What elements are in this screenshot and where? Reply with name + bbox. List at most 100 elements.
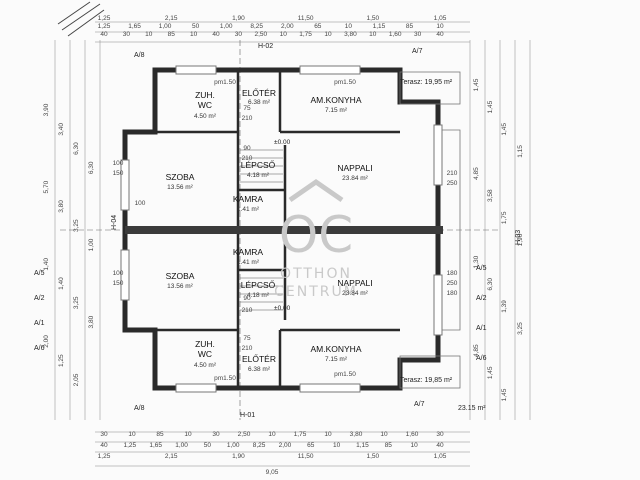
dimension-label: 1,39 bbox=[501, 300, 508, 313]
dimension-label: 85 bbox=[168, 31, 176, 38]
area-zuh-bot: 4.50 m² bbox=[194, 362, 217, 369]
room-szoba-top: SZOBA bbox=[166, 172, 195, 182]
right-section-tags: A/5A/2A/1A/6 bbox=[476, 265, 487, 362]
dimension-label: 40 bbox=[100, 442, 108, 449]
dimension-label: 1,60 bbox=[406, 431, 419, 438]
room-kamra-top: KAMRA bbox=[233, 194, 264, 204]
dimension-label: 1,15 bbox=[356, 442, 369, 449]
dimension-label: 10 bbox=[324, 431, 332, 438]
section-tag: A/6 bbox=[476, 355, 487, 362]
dimension-label: 85 bbox=[406, 23, 414, 30]
dimension-label: 50 bbox=[192, 23, 200, 30]
terraces bbox=[399, 71, 461, 389]
dimension-label: 65 bbox=[307, 442, 315, 449]
room-wc-bot: WC bbox=[198, 349, 212, 359]
dimension-label: 40 bbox=[212, 31, 220, 38]
dimension-label: 3,25 bbox=[73, 296, 80, 309]
dimension-label: 10 bbox=[324, 31, 332, 38]
area-nappali-top: 23.84 m² bbox=[342, 175, 368, 182]
watermark-line1: OTTHON bbox=[280, 266, 352, 282]
watermark-line2: CENTRUM bbox=[274, 284, 358, 300]
tag-a7-top: A/7 bbox=[412, 48, 423, 55]
terrace-top: Terasz: 19,95 m² bbox=[400, 79, 453, 86]
dimension-label: 10 bbox=[184, 431, 192, 438]
left-dimensions: 3,903,406,306,305,703,803,251,001,401,40… bbox=[43, 103, 95, 386]
dimension-label: 2,50 bbox=[254, 31, 267, 38]
dimension-label: 85 bbox=[385, 442, 393, 449]
inner-dimension-label: 100 bbox=[113, 160, 124, 167]
dimension-label: 3,80 bbox=[58, 200, 65, 213]
dimension-label: 40 bbox=[436, 442, 444, 449]
corner-hatch bbox=[57, 1, 105, 37]
dimension-label: 10 bbox=[369, 31, 377, 38]
inner-dimension-label: pm1.50 bbox=[214, 79, 236, 86]
dimension-label: 1,00 bbox=[227, 442, 240, 449]
area-konyha-top: 7.15 m² bbox=[325, 107, 348, 114]
dimension-label: 3,58 bbox=[487, 189, 494, 202]
dimension-label: 10 bbox=[280, 31, 288, 38]
dimension-label: 30 bbox=[436, 431, 444, 438]
inner-dimension-label: pm1.50 bbox=[334, 371, 356, 378]
section-tags: A/8 A/7 H-02 H-01 A/8 A/7 H-04 H-03 bbox=[111, 43, 522, 419]
dimension-label: 1,50 bbox=[366, 453, 379, 460]
dimension-label: 2,15 bbox=[165, 453, 178, 460]
inner-dimension-label: 75 bbox=[243, 335, 251, 342]
dimension-label: 10 bbox=[436, 23, 444, 30]
dimension-label: 1,15 bbox=[373, 23, 386, 30]
dimension-label: 1,25 bbox=[124, 442, 137, 449]
room-labels: ZUH. WC 4.50 m² ELŐTÉR 6.38 m² AM.KONYHA… bbox=[166, 88, 373, 373]
terrace-labels: Terasz: 19,95 m² Terasz: 19,85 m² 23.15 … bbox=[400, 79, 486, 412]
inner-dimension-labels: pm1.50pm1.50pm1.50pm1.507521075210902109… bbox=[113, 79, 458, 382]
room-lepcso-top: LÉPCSŐ bbox=[241, 160, 276, 170]
inner-dimension-label: 180 bbox=[447, 270, 458, 277]
inner-dimension-label: 90 bbox=[243, 295, 251, 302]
dimension-label: 2,50 bbox=[238, 431, 251, 438]
dimension-label: 1,05 bbox=[434, 15, 447, 22]
dimension-label: 2,00 bbox=[279, 442, 292, 449]
dimension-label: 10 bbox=[190, 31, 198, 38]
tag-h02: H-02 bbox=[258, 43, 273, 50]
party-wall bbox=[125, 226, 443, 234]
area-zuh-top: 4.50 m² bbox=[194, 113, 217, 120]
dimension-label: 1,75 bbox=[299, 31, 312, 38]
terrace-bottom-extra: 23.15 m² bbox=[458, 405, 486, 412]
inner-dimension-label: 210 bbox=[242, 115, 253, 122]
dimension-label: 4,85 bbox=[473, 344, 480, 357]
inner-dimension-label: pm1.50 bbox=[334, 79, 356, 86]
right-dimensions: 1,451,451,451,154,853,581,751,901,306,30… bbox=[473, 78, 524, 401]
dimension-label: 3,80 bbox=[88, 315, 95, 328]
dimension-label: 65 bbox=[314, 23, 322, 30]
dimension-label: 1,00 bbox=[159, 23, 172, 30]
watermark-logo: OC OTTHON CENTRUM bbox=[274, 178, 358, 300]
dimension-label: 30 bbox=[100, 431, 108, 438]
dimension-label: 1,40 bbox=[43, 258, 50, 271]
room-wc-top: WC bbox=[198, 100, 212, 110]
interior-walls bbox=[155, 70, 400, 388]
dimension-label: 1,60 bbox=[389, 31, 402, 38]
tag-a8-top: A/8 bbox=[134, 52, 145, 59]
dimension-label: 1,65 bbox=[128, 23, 141, 30]
tag-h04: H-04 bbox=[111, 215, 118, 230]
dimension-label: 10 bbox=[268, 431, 276, 438]
area-kamra-bot: 1.41 m² bbox=[237, 259, 260, 266]
section-tag: A/2 bbox=[476, 295, 487, 302]
dimension-label: 10 bbox=[128, 431, 136, 438]
inner-dimension-label: 210 bbox=[242, 307, 253, 314]
dimension-label: 3,80 bbox=[344, 31, 357, 38]
windows bbox=[120, 65, 443, 393]
tag-a7-bottom: A/7 bbox=[414, 401, 425, 408]
dimension-label: 3,90 bbox=[43, 103, 50, 116]
watermark-mark: OC bbox=[279, 206, 353, 264]
section-tag: A/1 bbox=[476, 325, 487, 332]
dimension-label: 1,25 bbox=[58, 354, 65, 367]
dimension-label: 3,80 bbox=[350, 431, 363, 438]
room-lepcso-bot: LÉPCSŐ bbox=[241, 280, 276, 290]
room-zuh-bot: ZUH. bbox=[195, 339, 215, 349]
inner-dimension-label: 210 bbox=[242, 155, 253, 162]
room-szoba-bot: SZOBA bbox=[166, 271, 195, 281]
dimension-label: 10 bbox=[145, 31, 153, 38]
dimension-label: 11,50 bbox=[298, 453, 314, 460]
inner-dimension-label: 150 bbox=[113, 280, 124, 287]
